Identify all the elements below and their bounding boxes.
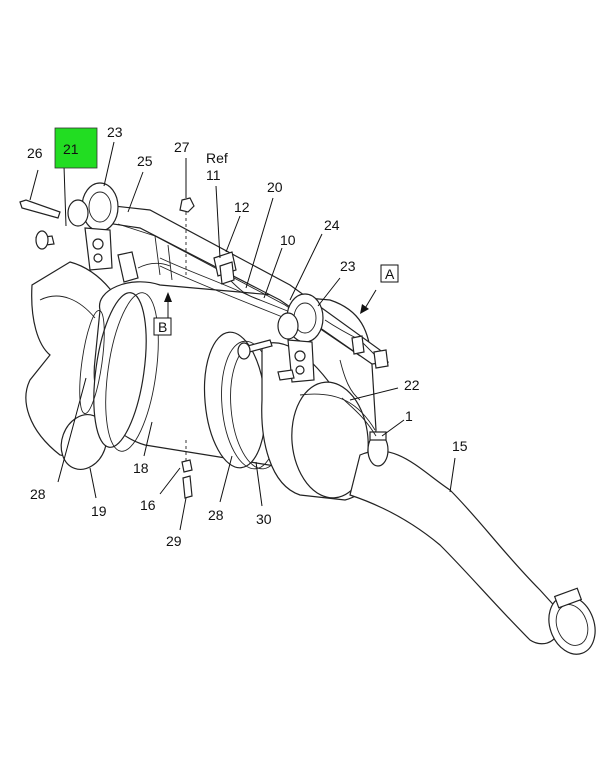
sensor-stub <box>117 251 139 283</box>
tail-pipe <box>349 450 562 645</box>
callout-15: 15 <box>452 438 468 454</box>
callout-ref: Ref <box>206 150 228 166</box>
callout-30: 30 <box>256 511 272 527</box>
callout-28-mid: 28 <box>208 507 224 523</box>
callout-16: 16 <box>140 497 156 513</box>
left-isolator-mount <box>35 182 119 271</box>
right-isolator-mount <box>277 293 324 383</box>
callout-25: 25 <box>137 153 153 169</box>
exhaust-assembly-drawing <box>19 182 596 655</box>
callout-23-left: 23 <box>107 124 123 140</box>
bolt-29 <box>182 475 193 499</box>
outlet-clamp <box>553 587 583 609</box>
view-label-A: A <box>385 266 395 282</box>
outlet-contour <box>299 393 376 431</box>
nut-16 <box>181 459 193 473</box>
callout-19: 19 <box>91 503 107 519</box>
callout-24: 24 <box>324 217 340 233</box>
callout-28-left: 28 <box>30 486 46 502</box>
callout-27: 27 <box>174 139 190 155</box>
callout-18: 18 <box>133 460 149 476</box>
callout-26: 26 <box>27 145 43 161</box>
bolt-26 <box>19 199 61 219</box>
highlighted-part-21[interactable]: 21 <box>54 127 98 169</box>
highlight-box[interactable] <box>54 127 98 169</box>
callout-29: 29 <box>166 533 182 549</box>
highlight-label: 21 <box>63 141 79 157</box>
callout-11: 11 <box>206 167 221 183</box>
canister-inlet-band <box>93 292 147 448</box>
nut-27 <box>179 197 195 213</box>
outlet-section-band <box>291 381 369 499</box>
callout-10: 10 <box>280 232 296 248</box>
inlet-clamp-28 <box>79 310 105 414</box>
view-box-B: B <box>153 317 172 336</box>
callout-23-right: 23 <box>340 258 356 274</box>
callout-1: 1 <box>405 408 413 424</box>
sensor-line-22 <box>341 397 377 437</box>
elbow-contour <box>39 295 96 319</box>
view-label-B: B <box>158 319 167 335</box>
callout-labels: 26 23 25 27 Ref 11 12 20 10 24 23 22 1 1… <box>27 124 468 549</box>
callout-22: 22 <box>404 377 420 393</box>
leader-lines <box>29 141 456 531</box>
callout-12: 12 <box>234 199 250 215</box>
clamp-1-bolt <box>369 431 387 441</box>
strap-10 <box>159 265 291 321</box>
view-box-A: A <box>380 264 399 283</box>
callout-20: 20 <box>267 179 283 195</box>
